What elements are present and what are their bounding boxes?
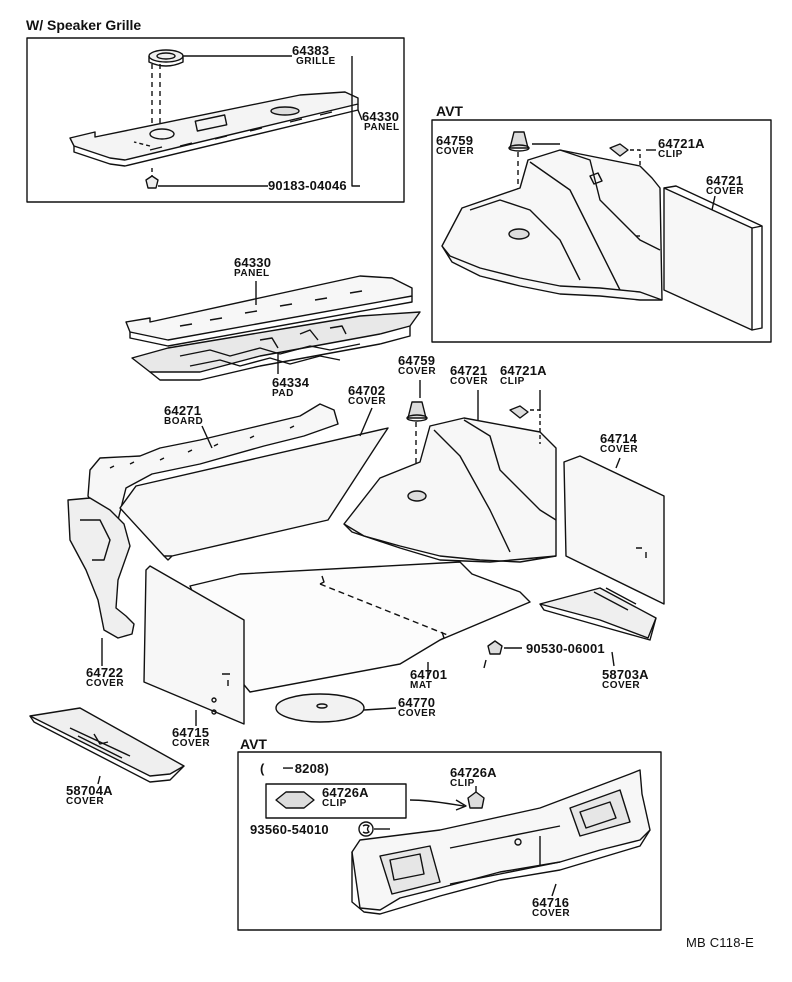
part-number: 64701 [410,667,448,682]
part-name: CLIP [658,149,683,160]
part-callout-64726A: 64726A CLIP [450,766,497,789]
part-number: 64726A [450,765,497,780]
part-name: COVER [706,186,745,197]
part-callout-64759-avt: 64759 COVER [436,134,474,157]
part-callout-64715: 64715 COVER [172,726,210,749]
avt-top-title: AVT [436,103,463,119]
part-callout-90183-04046: 90183-04046 [268,178,347,193]
part-callout-64759: 64759 COVER [398,354,436,377]
part-callout-64770: 64770 COVER [398,696,436,719]
part-number: 64759 [398,353,436,368]
part-callout-64702: 64702 COVER [348,384,386,407]
avt-bottom-box [237,751,662,931]
part-name: COVER [602,680,641,691]
part-callout-64330: 64330 PANEL [234,256,271,279]
part-callout-64330-grille: 64330 PANEL [362,110,400,133]
part-name: CLIP [500,376,525,387]
part-name: COVER [66,796,105,807]
part-number: 58703A [602,667,649,682]
part-callout-58703A: 58703A COVER [602,668,649,691]
part-name: COVER [86,678,125,689]
speaker-grille-box [26,37,405,203]
part-callout-64383: 64383 GRILLE [292,44,336,67]
part-name: PAD [272,388,294,399]
part-callout-64721: 64721 COVER [450,364,488,387]
part-name: COVER [450,376,489,387]
part-number: 64726A [322,785,369,800]
avt-top-cover-drawing [441,131,763,331]
part-callout-64271: 64271 BOARD [164,404,203,427]
part-number: 64759 [436,133,474,148]
part-number: 64721A [658,136,705,151]
part-name: COVER [348,396,387,407]
part-number: 64721A [500,363,547,378]
part-name: COVER [398,708,437,719]
part-callout-58704A: 58704A COVER [66,784,113,807]
grille-panel-drawing [69,49,359,189]
part-callout-64716: 64716 COVER [532,896,570,919]
avt-bottom-title: AVT [240,736,267,752]
part-callout-90530-06001: 90530-06001 [526,641,605,656]
part-name: CLIP [322,798,347,809]
part-number: 64714 [600,431,638,446]
speaker-grille-title: W/ Speaker Grille [26,17,142,33]
part-callout-64714: 64714 COVER [600,432,638,455]
part-number: 64702 [348,383,386,398]
package-tray-panel-drawing [125,275,421,381]
part-name: CLIP [450,778,475,789]
part-number: 64334 [272,375,310,390]
part-number: 64721 [706,173,744,188]
part-callout-93560-54010: 93560-54010 [250,822,329,837]
part-callout-64701: 64701 MAT [410,668,447,691]
avt-top-box [431,119,772,343]
board-drawing [29,401,665,783]
diagram-code: MB C118-E [686,935,755,950]
part-number: 64721 [450,363,488,378]
part-number: 64715 [172,725,210,740]
part-name: COVER [436,146,475,157]
part-number: 58704A [66,783,113,798]
part-name: GRILLE [296,56,336,67]
part-name: BOARD [164,416,204,427]
part-callout-64722: 64722 COVER [86,666,124,689]
part-name: COVER [600,444,639,455]
part-name: PANEL [234,268,270,279]
part-callout-64721A: 64721A CLIP [500,364,547,387]
part-callout-64726A-box: 64726A CLIP [322,786,369,809]
part-name: MAT [410,680,433,691]
part-number: 64330 [362,109,400,124]
avt-bottom-cover-drawing [265,769,651,915]
part-callout-64334: 64334 PAD [272,376,309,399]
part-number: 64383 [292,43,330,58]
part-number: 64330 [234,255,272,270]
part-number: 64770 [398,695,436,710]
part-name: PANEL [364,122,400,133]
part-callout-64721-avt: 64721 COVER [706,174,744,197]
part-name: COVER [172,738,211,749]
part-number: 64722 [86,665,124,680]
part-number: 64271 [164,403,202,418]
date-range-label: ( －8208) [260,761,329,776]
part-number: 64716 [532,895,570,910]
part-name: COVER [398,366,437,377]
part-name: COVER [532,908,571,919]
part-callout-64721A-avt: 64721A CLIP [658,137,705,160]
